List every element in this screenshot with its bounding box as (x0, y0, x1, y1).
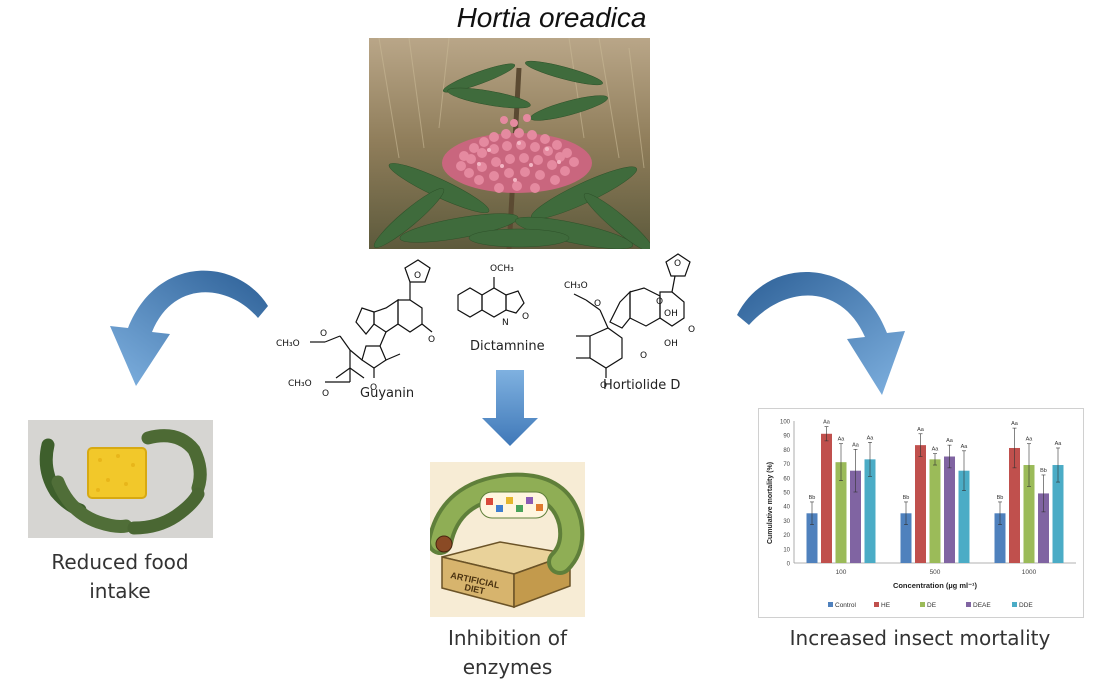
chart-legend-label: DE (927, 602, 937, 609)
chart-y-tick-label: 10 (783, 547, 790, 553)
chart-y-axis-label: Cumulative mortality (%) (767, 462, 774, 544)
caption-food-line1: Reduced food (51, 550, 189, 574)
chart-data-label: Bb (997, 495, 1004, 501)
chart-data-label: Aa (961, 444, 969, 450)
guyanin-structure: O O CH₃O O CH₃O O O (276, 259, 435, 399)
svg-text:OH: OH (664, 339, 678, 349)
chart-bar (850, 470, 861, 563)
chart-legend-label: DEAE (973, 602, 991, 609)
chart-y-tick-label: 20 (783, 533, 790, 539)
svg-text:O: O (320, 329, 327, 339)
plant-photo (369, 38, 650, 249)
svg-text:O: O (414, 271, 421, 281)
svg-text:OH: OH (664, 309, 678, 319)
chart-data-label: Aa (1011, 421, 1019, 427)
chart-bar (958, 470, 970, 563)
chart-y-tick-label: 90 (783, 434, 790, 440)
chart-bar (929, 459, 941, 563)
chart-data-label: Bb (903, 495, 910, 501)
chart-x-axis-label: Concentration (µg ml⁻¹) (893, 581, 978, 590)
chart-bar (821, 433, 832, 563)
chart-y-tick-label: 100 (780, 420, 791, 426)
svg-text:O: O (600, 381, 607, 391)
chart-legend-swatch (920, 602, 925, 607)
svg-text:CH₃O: CH₃O (288, 379, 312, 389)
chart-data-label: Aa (932, 447, 940, 453)
caterpillars-photo (28, 420, 213, 538)
down-arrow-icon (482, 370, 538, 446)
chart-data-label: Aa (823, 420, 831, 426)
plant-title: Hortia oreadica (456, 2, 647, 33)
chart-legend-label: HE (881, 602, 891, 609)
caption-enzymes-line2: enzymes (462, 655, 553, 679)
chart-data-label: Aa (946, 438, 954, 444)
chart-bar (835, 462, 847, 563)
chart-legend-label: Control (835, 602, 857, 609)
svg-text:O: O (656, 297, 663, 307)
caption-food-line2: intake (89, 579, 151, 603)
chart-data-label: Aa (867, 435, 875, 441)
chart-data-label: Bb (809, 495, 816, 501)
svg-text:O: O (370, 383, 377, 393)
chart-bar (806, 513, 818, 563)
chart-data-label: Aa (917, 427, 925, 433)
chart-y-tick-label: 70 (783, 462, 790, 468)
svg-text:O: O (522, 312, 529, 322)
svg-text:OCH₃: OCH₃ (490, 264, 514, 274)
chart-legend-swatch (874, 602, 879, 607)
chart-y-tick-label: 30 (783, 519, 790, 525)
svg-text:CH₃O: CH₃O (564, 281, 588, 291)
chart-bar (1052, 465, 1064, 563)
svg-text:N: N (502, 318, 509, 328)
dictamnine-structure: OCH₃ N O (457, 264, 529, 328)
chart-bar (944, 456, 955, 563)
svg-text:O: O (688, 325, 695, 335)
artificial-diet-illustration: ARTIFICIAL DIET (430, 462, 585, 617)
dictamnine-label: Dictamnine (470, 339, 545, 354)
curved-arrow-left-icon (110, 270, 268, 386)
diet-label-line2: DIET (464, 582, 487, 596)
curved-arrow-right-icon (737, 272, 905, 395)
chart-y-tick-label: 80 (783, 448, 790, 454)
chart-legend-label: DDE (1019, 602, 1033, 609)
hortiolide-label: Hortiolide D (603, 378, 681, 393)
caption-enzymes: Inhibition of enzymes (400, 624, 615, 682)
chart-bar (864, 459, 876, 563)
chart-y-tick-label: 0 (787, 562, 791, 568)
chart-data-label: Aa (1026, 437, 1034, 443)
chart-bar (1009, 447, 1020, 563)
mortality-chart: 0102030405060708090100BbAaAaAaAa100BbAaA… (758, 408, 1084, 618)
chart-data-label: Bb (1040, 468, 1047, 474)
svg-text:O: O (674, 259, 681, 269)
caption-enzymes-line1: Inhibition of (447, 626, 567, 650)
guyanin-label: Guyanin (360, 386, 415, 401)
svg-text:O: O (594, 299, 601, 309)
chart-data-label: Aa (852, 442, 860, 448)
chart-bar (900, 513, 912, 563)
chart-legend-swatch (828, 602, 833, 607)
chart-data-label: Aa (838, 437, 846, 443)
chart-x-tick-label: 100 (836, 569, 847, 576)
chart-bar (915, 445, 926, 563)
svg-text:O: O (428, 335, 435, 345)
chart-y-tick-label: 50 (783, 491, 790, 497)
chart-y-tick-label: 60 (783, 476, 790, 482)
chart-data-label: Aa (1055, 441, 1063, 447)
svg-text:CH₃O: CH₃O (276, 339, 300, 349)
svg-text:O: O (640, 351, 647, 361)
hortiolide-structure: CH₃O O O OH OH O O O O (564, 253, 695, 391)
chart-legend-swatch (1012, 602, 1017, 607)
chart-y-tick-label: 40 (783, 505, 790, 511)
chart-bar (1038, 493, 1049, 563)
caption-mortality: Increased insect mortality (789, 626, 1051, 650)
chart-bar (1023, 465, 1035, 563)
chart-x-tick-label: 500 (930, 569, 941, 576)
chart-legend-swatch (966, 602, 971, 607)
svg-text:O: O (322, 389, 329, 399)
chart-x-tick-label: 1000 (1022, 569, 1037, 576)
chart-bar (994, 513, 1006, 563)
caption-food-intake: Reduced food intake (20, 548, 220, 606)
